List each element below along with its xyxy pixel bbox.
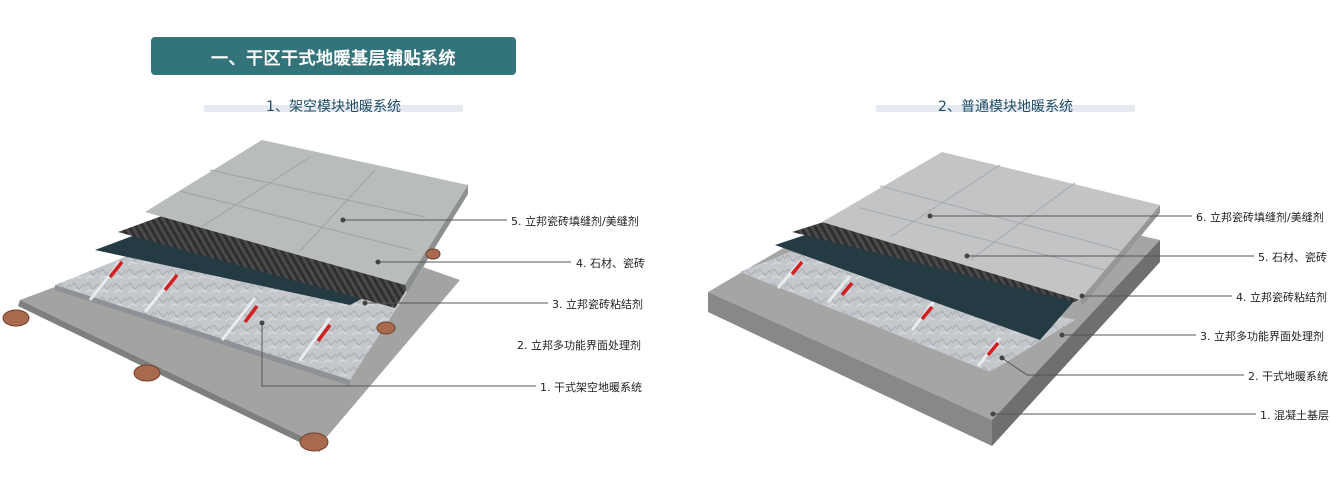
left-label-4: 4. 石材、瓷砖 [576,257,645,270]
right-subtitle-text: 2、普通模块地暖系统 [938,99,1073,115]
right-label-1: 1. 混凝土基层 [1260,409,1329,422]
right-subtitle: 2、普通模块地暖系统 [876,96,1135,116]
right-primer-layer [775,230,1075,340]
right-label-3: 3. 立邦多功能界面处理剂 [1200,330,1324,343]
left-leader-lines [261,219,571,387]
right-label-6: 6. 立邦瓷砖填缝剂/美缝剂 [1196,211,1324,224]
left-label-5: 5. 立邦瓷砖填缝剂/美缝剂 [511,215,639,228]
section-title: 一、干区干式地暖基层铺贴系统 [151,37,516,75]
right-subtitle-underline [876,105,1135,112]
right-leader-lines [930,215,1256,415]
left-adhesive-layer [118,213,430,308]
left-label-3: 3. 立邦瓷砖粘结剂 [552,298,643,311]
left-label-1: 1. 干式架空地暖系统 [540,381,642,394]
right-heating-layer [740,252,1075,372]
left-subtitle-underline [204,105,463,112]
left-label-2: 2. 立邦多功能界面处理剂 [517,339,641,352]
left-subtitle-text: 1、架空模块地暖系统 [266,99,401,115]
left-subtitle: 1、架空模块地暖系统 [204,96,463,116]
right-label-2: 2. 干式地暖系统 [1248,370,1328,383]
left-pedestals [2,248,441,452]
right-label-4: 4. 立邦瓷砖粘结剂 [1236,291,1327,304]
left-tile-layer [145,140,468,293]
right-label-5: 5. 石材、瓷砖 [1258,251,1327,264]
